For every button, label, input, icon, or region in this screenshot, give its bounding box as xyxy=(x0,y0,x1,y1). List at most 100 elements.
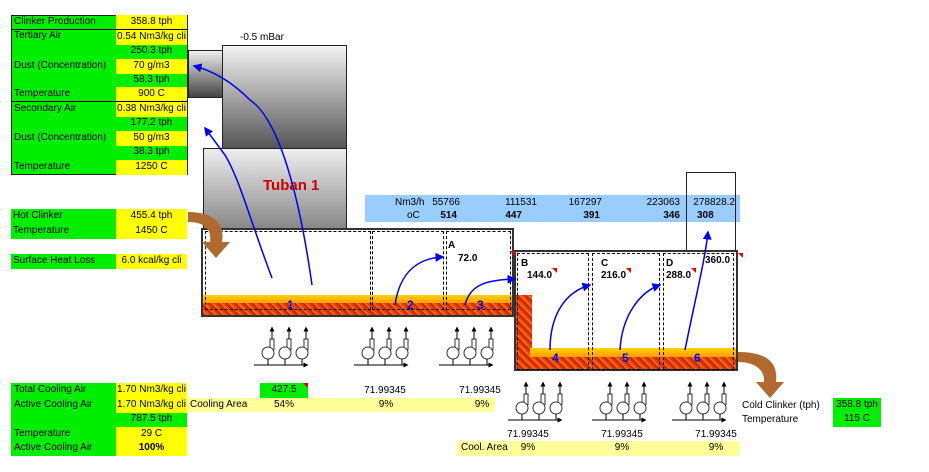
compartment-5-area: 9% xyxy=(614,442,630,453)
fan-icon xyxy=(696,401,710,415)
compartment-6-area: 9% xyxy=(708,442,724,453)
tertiary-duct xyxy=(188,50,224,98)
air-arrow-5 xyxy=(619,283,662,351)
temp-unit: oC xyxy=(407,210,420,221)
compartment xyxy=(205,231,371,310)
tertiary-air-label: Tertiary Air xyxy=(14,30,62,41)
tertiary-temp-label: Temperature xyxy=(14,88,71,99)
fan-icon xyxy=(713,401,727,415)
fan-icon xyxy=(599,401,613,415)
active-pct-value: 100% xyxy=(116,441,187,456)
total-cooling-air-value: 1.70 Nm3/kg cli xyxy=(116,383,187,398)
active-pct-label: Active Cooling Air xyxy=(14,442,93,453)
tertiary-air-flow: 250.3 tph xyxy=(130,45,173,56)
hot-clinker-arrow xyxy=(188,212,230,258)
clinker-production-label: Clinker Production xyxy=(14,16,96,27)
cold-clinker-temp-label: Temperature xyxy=(742,414,799,425)
air-arrow-tertiary xyxy=(192,63,313,286)
secondary-dust-label: Dust (Concentration) xyxy=(14,132,107,143)
flow-band xyxy=(365,195,740,222)
zone-value: 360.0 xyxy=(705,255,731,266)
comment-marker xyxy=(552,268,557,273)
compartment-2-area: 9% xyxy=(378,399,394,410)
fan-group xyxy=(508,381,563,423)
surface-heat-loss-label: Surface Heat Loss xyxy=(11,254,116,269)
tertiary-dust-flow: 58.3 tph xyxy=(133,74,170,85)
tertiary-dust-label: Dust (Concentration) xyxy=(14,60,107,71)
compartment-3-flow: 71.99345 xyxy=(459,385,501,396)
secondary-dust-flow: 38.3 tph xyxy=(133,146,170,157)
temp-value: 514 xyxy=(440,210,457,221)
cold-clinker-arrow xyxy=(738,352,784,398)
tertiary-temp-value: 900 C xyxy=(116,87,187,102)
secondary-temp-label: Temperature xyxy=(14,161,71,172)
fan-icon xyxy=(395,346,409,360)
fan-icon xyxy=(295,346,309,360)
temp-value: 308 xyxy=(697,210,714,221)
zone-label: A xyxy=(448,240,456,251)
cold-clinker-temp: 115 C xyxy=(844,413,870,424)
active-cooling-air-label: Active Cooling Air xyxy=(14,399,93,410)
zone-label: B xyxy=(521,258,529,269)
plant-title: Tuban 1 xyxy=(263,177,320,194)
active-cooling-air-value: 1.70 Nm3/kg cli xyxy=(116,398,187,413)
fan-icon xyxy=(515,401,529,415)
zone-value: 288.0 xyxy=(666,270,692,281)
cold-clinker-box xyxy=(833,398,881,427)
cooler-chamber-2 xyxy=(514,250,738,371)
fan-number: 3 xyxy=(477,298,484,312)
temp-value: 447 xyxy=(505,210,522,221)
secondary-temp-value: 1250 C xyxy=(116,160,187,175)
hot-clinker-temp-label: Temperature xyxy=(11,224,116,239)
compartment-1-flow: 427.5 xyxy=(260,383,308,398)
air-arrow-4 xyxy=(549,282,592,351)
zone-value: 144.0 xyxy=(527,270,553,281)
fan-group xyxy=(439,326,494,368)
cooling-area-label: Cooling Area xyxy=(190,399,248,410)
fan-icon xyxy=(616,401,630,415)
clinker-production-value: 358.8 tph xyxy=(116,15,187,30)
compartment-6-flow: 71.99345 xyxy=(695,429,737,440)
fan-number: 2 xyxy=(407,298,414,312)
compartment-4-flow: 71.99345 xyxy=(507,429,549,440)
fan-icon xyxy=(549,401,563,415)
cooling-temp-value: 29 C xyxy=(116,427,187,442)
compartment xyxy=(517,253,589,370)
fan-icon xyxy=(261,346,275,360)
hot-clinker-value: 455.4 tph xyxy=(116,209,187,224)
surface-heat-loss-value: 6.0 kcal/kg cli xyxy=(116,254,187,269)
temp-value: 391 xyxy=(583,210,600,221)
compartment xyxy=(663,253,734,370)
zone-label: D xyxy=(666,258,674,269)
cold-clinker-value: 358.8 tph xyxy=(836,399,878,410)
pressure-reading: -0.5 mBar xyxy=(240,32,284,43)
fan-number: 1 xyxy=(287,298,294,312)
fan-icon xyxy=(532,401,546,415)
compartment-3-area: 9% xyxy=(474,399,490,410)
zone-value: 72.0 xyxy=(458,253,478,264)
fan-group xyxy=(672,381,727,423)
cooling-temp-label: Temperature xyxy=(14,428,71,439)
fan-icon xyxy=(278,346,292,360)
zone-label: C xyxy=(601,258,609,269)
secondary-dust-value: 50 g/m3 xyxy=(116,131,187,146)
clinker-bed-1 xyxy=(203,295,512,315)
total-cooling-air-label: Total Cooling Air xyxy=(14,384,87,395)
cool-area-band xyxy=(457,441,740,456)
air-arrow-3 xyxy=(464,274,517,306)
secondary-air-value: 0.38 Nm3/kg cli xyxy=(116,102,187,117)
fan-icon xyxy=(633,401,647,415)
fan-icon xyxy=(378,346,392,360)
flow-value: 278828.2 xyxy=(693,197,735,208)
air-arrow-2 xyxy=(394,252,445,306)
cold-clinker-label: Cold Clinker (tph) xyxy=(742,400,820,411)
comment-marker xyxy=(738,253,743,258)
flow-value: 223063 xyxy=(646,197,680,208)
fan-group xyxy=(254,326,309,368)
compartment-1-area: 54% xyxy=(273,399,294,410)
comment-marker xyxy=(691,268,696,273)
tertiary-air-value: 0.54 Nm3/kg cli xyxy=(116,30,187,45)
fan-group xyxy=(354,326,409,368)
zone-value: 216.0 xyxy=(601,270,627,281)
fan-icon xyxy=(480,346,494,360)
